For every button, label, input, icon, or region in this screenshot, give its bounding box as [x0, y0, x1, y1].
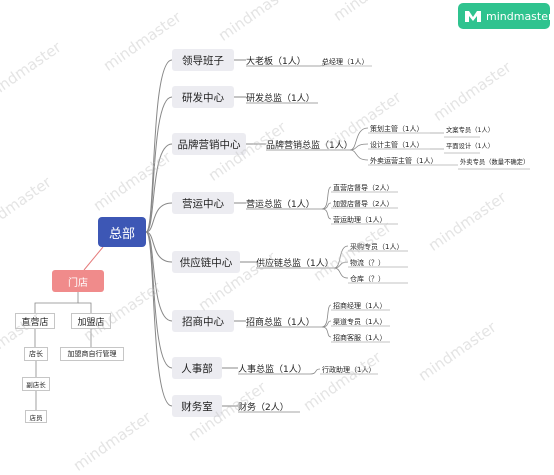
brand-name: mindmaster: [486, 9, 553, 23]
branch-node[interactable]: 研发中心: [172, 86, 234, 108]
leaf-role-label[interactable]: 外卖专员（数量不确定）: [460, 159, 530, 166]
connector-lines: [34, 59, 530, 413]
leaf-role-label[interactable]: 平面设计（1人）: [446, 143, 495, 150]
sub-connector: [319, 60, 326, 67]
sub-role-label[interactable]: 策划主管（1人）: [370, 125, 424, 133]
sub-connector: [321, 326, 332, 338]
sub-role-label[interactable]: 物流（？）: [350, 259, 385, 267]
sub-connector: [333, 245, 349, 269]
branch-connector: [145, 231, 173, 369]
sub-role-label[interactable]: 采购专员（1人）: [350, 243, 404, 251]
branch-connector: [145, 143, 173, 233]
store-clerk-node[interactable]: 店员: [25, 410, 47, 423]
sub-connector: [309, 368, 321, 375]
sub-role-label[interactable]: 仓库（？）: [350, 275, 385, 283]
sub-role-label[interactable]: 招商经理（1人）: [333, 302, 387, 310]
franchise-store-node[interactable]: 加盟店: [71, 313, 111, 329]
brand-logo-icon: [465, 11, 481, 22]
sub-role-label[interactable]: 加盟店督导（2人）: [333, 200, 394, 208]
sub-connector: [333, 267, 349, 279]
sub-connector: [321, 304, 332, 328]
store-split-connector: [34, 292, 79, 313]
sub-role-label[interactable]: 招商客服（1人）: [333, 334, 387, 342]
deputy-manager-node[interactable]: 副店长: [22, 377, 50, 391]
direct-store-node[interactable]: 直营店: [15, 313, 55, 329]
branch-node[interactable]: 供应链中心: [172, 251, 240, 273]
branch-connector: [145, 96, 173, 233]
role-label[interactable]: 财务（2人）: [238, 403, 289, 413]
sub-role-label[interactable]: 营运助理（1人）: [333, 216, 387, 224]
branch-node[interactable]: 招商中心: [172, 310, 234, 332]
sub-role-label[interactable]: 总经理（1人）: [322, 58, 369, 66]
sub-role-label[interactable]: 行政助理（1人）: [322, 366, 376, 374]
store-split-connector: [78, 302, 92, 313]
branch-node[interactable]: 品牌营销中心: [172, 133, 246, 155]
branch-node[interactable]: 营运中心: [172, 192, 234, 214]
brand-badge: mindmaster: [458, 3, 553, 29]
sub-role-label[interactable]: 渠道专员（1人）: [333, 318, 387, 326]
role-label[interactable]: 供应链总监（1人）: [256, 259, 334, 269]
role-label[interactable]: 招商总监（1人）: [246, 318, 315, 328]
branch-node[interactable]: 领导班子: [172, 49, 234, 71]
sub-connector: [321, 186, 332, 210]
store-manager-node[interactable]: 店长: [24, 347, 48, 361]
branch-node[interactable]: 财务室: [172, 395, 222, 417]
role-label[interactable]: 大老板（1人）: [246, 57, 306, 67]
role-label[interactable]: 研发总监（1人）: [246, 94, 315, 104]
role-label[interactable]: 人事总监（1人）: [238, 365, 307, 375]
role-label[interactable]: 营运总监（1人）: [246, 200, 315, 210]
root-node[interactable]: 总部: [98, 217, 146, 247]
leaf-role-label[interactable]: 文案专员（1人）: [446, 127, 495, 134]
sub-role-label[interactable]: 外卖运营主管（1人）: [370, 157, 438, 165]
franchise-self-managed-node[interactable]: 加盟商自行管理: [60, 347, 124, 361]
role-label[interactable]: 品牌营销总监（1人）: [266, 141, 353, 151]
branch-connector: [145, 202, 173, 233]
store-node[interactable]: 门店: [52, 270, 104, 292]
branch-connector: [145, 59, 173, 233]
sub-connector: [349, 127, 369, 151]
store-connector: [83, 246, 104, 271]
sub-connector: [321, 208, 332, 220]
sub-role-label[interactable]: 设计主管（1人）: [370, 141, 424, 149]
branch-node[interactable]: 人事部: [172, 357, 222, 379]
sub-connector: [349, 143, 369, 151]
sub-role-label[interactable]: 直营店督导（2人）: [333, 184, 394, 192]
branch-connector: [145, 231, 173, 407]
sub-connector: [349, 149, 369, 161]
